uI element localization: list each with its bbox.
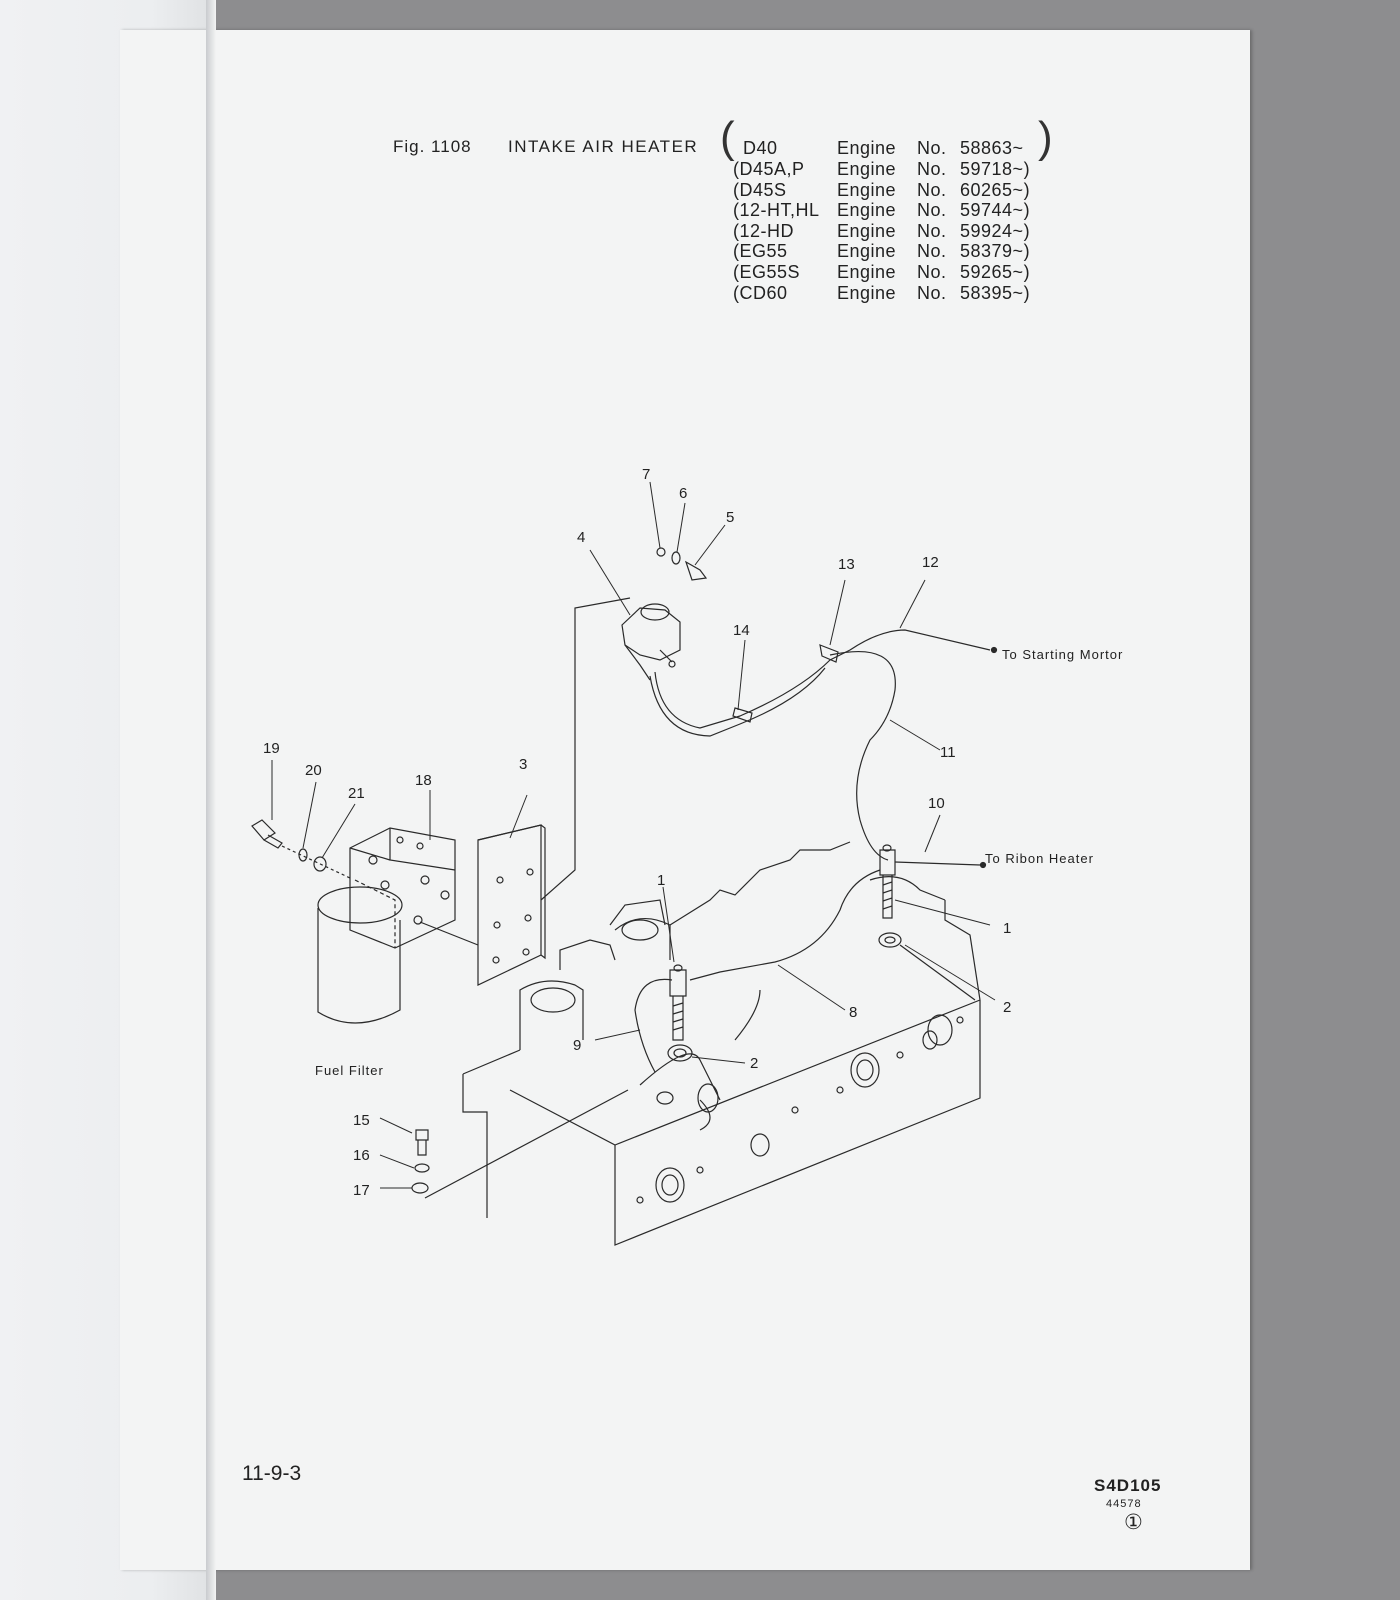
revision-mark: ① xyxy=(1124,1511,1143,1534)
bolt-axis-line xyxy=(281,845,351,879)
cylinder-head-ports xyxy=(530,919,964,1204)
catalog-page xyxy=(120,30,1250,1570)
bracket-18 xyxy=(349,827,456,949)
callout-9: 9 xyxy=(573,1037,581,1054)
callout-14: 14 xyxy=(733,622,750,639)
bolt-15 xyxy=(415,1129,429,1141)
mounting-guide-line xyxy=(424,1089,629,1199)
callout-11: 11 xyxy=(940,744,956,761)
callout-2-front: 2 xyxy=(750,1055,758,1072)
bracket-alignment-line xyxy=(419,921,479,946)
callout-17: 17 xyxy=(353,1182,370,1199)
clamp-13 xyxy=(819,644,839,663)
note-to-ribbon-heater: To Ribon Heater xyxy=(985,851,1094,866)
cable-9 xyxy=(634,978,673,1073)
figure-number: Fig. 1108 xyxy=(393,137,472,156)
gasket-2-front-hole xyxy=(673,1048,687,1058)
cable-end-ribbon-heater xyxy=(979,861,987,869)
heater-plug-1-front xyxy=(669,964,687,1041)
cable-8 xyxy=(689,869,881,981)
terminal-ring xyxy=(656,1091,674,1105)
callout-19: 19 xyxy=(263,740,280,757)
callout-6: 6 xyxy=(679,485,687,502)
gasket-2-rear-hole xyxy=(884,936,896,944)
model-code: S4D105 xyxy=(1094,1476,1162,1495)
washer-6 xyxy=(671,551,681,565)
washer-17 xyxy=(411,1182,429,1194)
callout-12: 12 xyxy=(922,554,939,571)
bolt-15-shank xyxy=(417,1140,427,1156)
callout-18: 18 xyxy=(415,772,432,789)
cable-11 xyxy=(829,651,896,861)
gasket-2-front xyxy=(667,1044,693,1062)
callout-3: 3 xyxy=(519,756,527,773)
bolt-5 xyxy=(684,560,708,581)
page-spine xyxy=(206,0,216,1600)
gasket-2-rear xyxy=(878,932,902,948)
callout-20: 20 xyxy=(305,762,322,779)
cable-end-starting-motor xyxy=(990,646,998,654)
callout-leaders xyxy=(271,481,996,1189)
callout-21: 21 xyxy=(348,785,365,802)
callout-7: 7 xyxy=(642,466,650,483)
callout-numbers: 1 1 2 2 3 4 5 6 7 8 9 10 11 12 13 14 15 … xyxy=(263,466,1123,1199)
callout-15: 15 xyxy=(353,1112,370,1129)
callout-2-rear: 2 xyxy=(1003,999,1011,1016)
clamp-14 xyxy=(732,707,753,723)
heater-plug-1-rear xyxy=(879,844,896,919)
gasket-guide-line xyxy=(899,944,976,1001)
plate-3 xyxy=(477,824,546,986)
figure-title: INTAKE AIR HEATER xyxy=(508,137,699,156)
heater-relay-4 xyxy=(621,603,681,681)
callout-8: 8 xyxy=(849,1004,857,1021)
callout-1-front: 1 xyxy=(657,872,665,889)
callout-16: 16 xyxy=(353,1147,370,1164)
relay-mounting-line xyxy=(540,597,631,901)
applicability-close-paren: ) xyxy=(1038,113,1053,162)
washer-7 xyxy=(656,547,666,557)
page-number: 11-9-3 xyxy=(242,1462,302,1485)
washer-16 xyxy=(414,1163,430,1173)
callout-5: 5 xyxy=(726,509,734,526)
washer-21 xyxy=(313,856,327,872)
cable-12 xyxy=(654,629,991,729)
cable-10 xyxy=(894,861,981,866)
part-code: 44578 xyxy=(1106,1498,1142,1510)
cable-13 xyxy=(649,667,826,737)
applicability-open-paren: ( xyxy=(720,113,735,162)
callout-1-rear: 1 xyxy=(1003,920,1011,937)
note-fuel-filter: Fuel Filter xyxy=(315,1063,384,1078)
callout-4: 4 xyxy=(577,529,585,546)
fuel-filter xyxy=(317,886,403,1024)
cylinder-head-outline xyxy=(462,841,981,1246)
note-to-starting-motor: To Starting Mortor xyxy=(1002,647,1123,662)
bolt-19 xyxy=(251,819,283,849)
callout-13: 13 xyxy=(838,556,855,573)
callout-10: 10 xyxy=(928,795,945,812)
washer-20 xyxy=(298,848,308,862)
